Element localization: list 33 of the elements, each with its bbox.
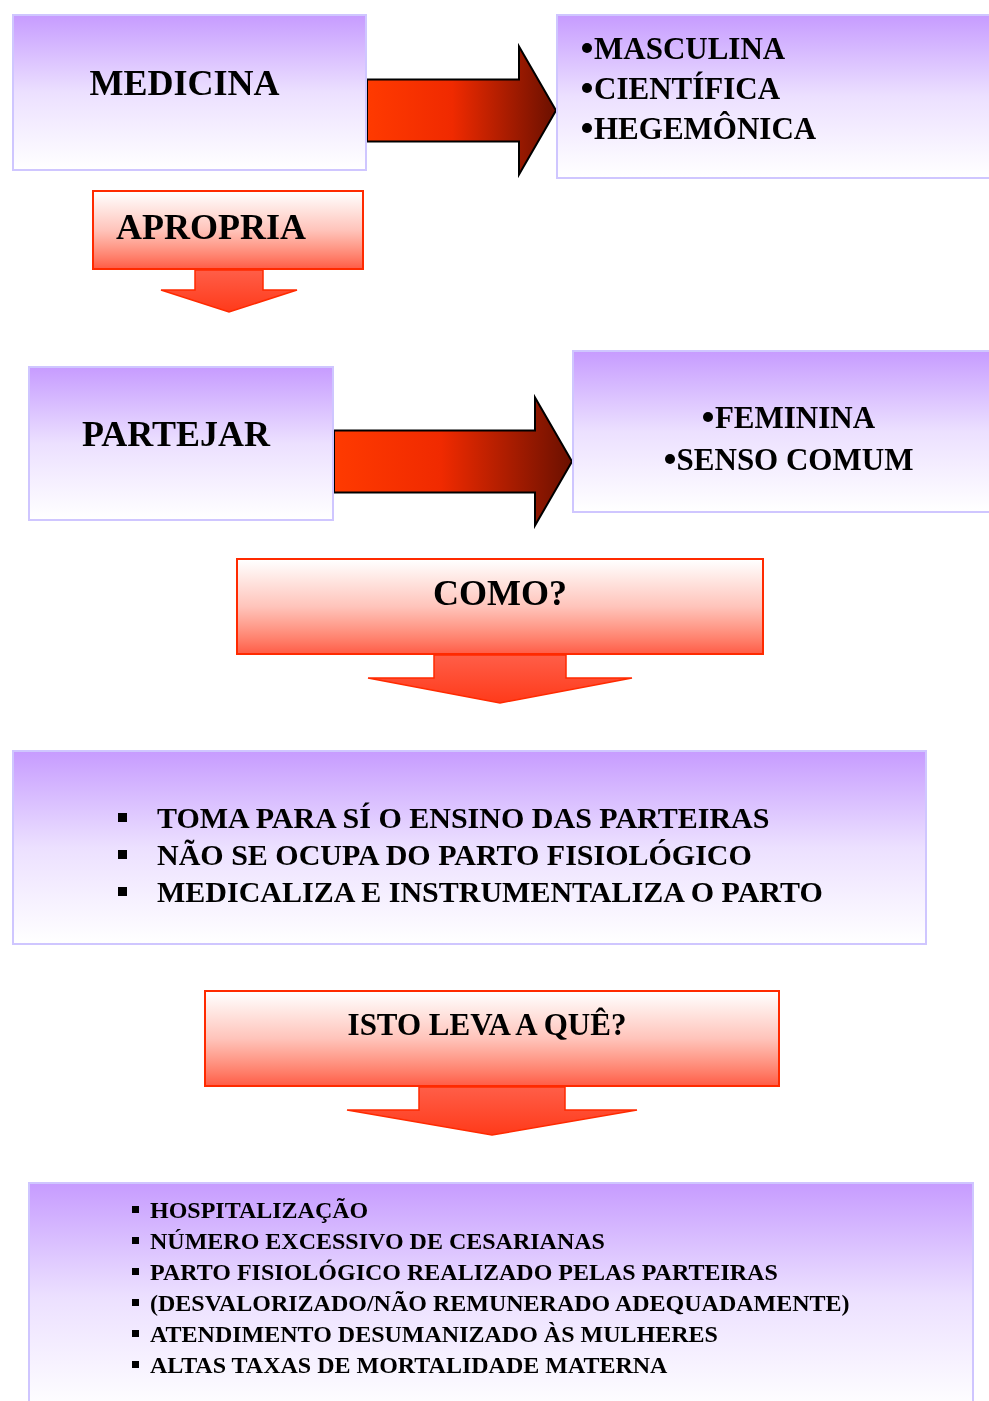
down-arrow [367,654,633,704]
node-text: MEDICALIZA E INSTRUMENTALIZA O PARTO [157,876,823,907]
process-box [28,366,334,521]
process-box [12,14,367,171]
node-text: ATENDIMENTO DESUMANIZADO ÀS MULHERES [150,1321,718,1346]
down-arrow [160,269,298,313]
node-text: MASCULINA [594,32,786,64]
node-text: PARTO FISIOLÓGICO REALIZADO PELAS PARTEIRAS [150,1259,778,1284]
node-text: COMO? [433,573,567,613]
callout-box [92,190,364,270]
node-text: ISTO LEVA A QUÊ? [347,1007,627,1042]
node-text: NÚMERO EXCESSIVO DE CESARIANAS [150,1228,605,1253]
down-arrow [346,1086,638,1136]
node-text: NÃO SE OCUPA DO PARTO FISIOLÓGICO [157,839,752,870]
node-text: CIENTÍFICA [594,72,781,104]
process-box [12,750,927,945]
node-text: PARTEJAR [81,413,271,454]
node-text: ALTAS TAXAS DE MORTALIDADE MATERNA [150,1352,668,1377]
node-text: APROPRIA [116,207,306,247]
node-text: MEDICINA [89,62,280,103]
node-text: FEMININA [714,401,876,433]
block-arrow [366,42,558,179]
node-text: HOSPITALIZAÇÃO [150,1197,369,1222]
node-text: HEGEMÔNICA [594,112,817,144]
callout-box [204,990,780,1087]
node-text: SENSO COMUM [676,443,914,475]
node-text: TOMA PARA SÍ O ENSINO DAS PARTEIRAS [157,802,770,833]
callout-box [236,558,764,655]
process-box [28,1182,974,1401]
process-box [572,350,989,513]
node-text: (DESVALORIZADO/NÃO REMUNERADO ADEQUADAMENTE) [150,1290,850,1315]
process-box [556,14,989,179]
block-arrow [333,393,574,530]
